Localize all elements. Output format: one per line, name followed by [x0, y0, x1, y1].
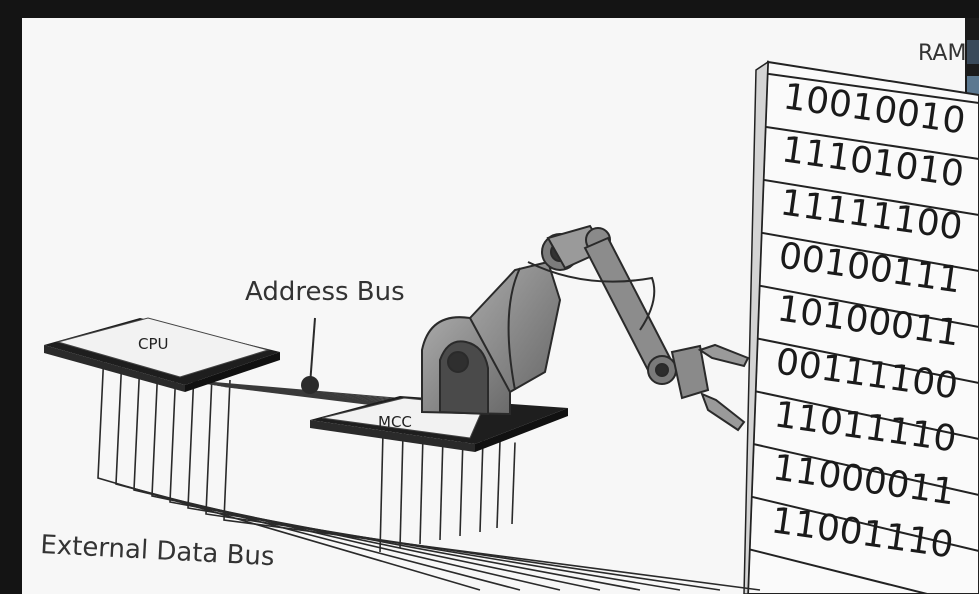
ram-row-divider — [748, 69, 979, 104]
data-bus-line-cpu — [97, 351, 481, 591]
robot-arm — [421, 224, 750, 432]
ram-row-divider — [748, 493, 979, 552]
ram-row-divider — [748, 175, 979, 216]
external-data-bus-lines — [97, 351, 761, 591]
data-bus-line-cpu — [151, 363, 601, 591]
data-bus-line-mcc — [399, 433, 404, 549]
cpu-chip — [44, 317, 280, 392]
address-bus-label: Address Bus — [245, 277, 405, 307]
left-frame-bar — [0, 0, 22, 594]
data-bus-line-mcc — [379, 431, 384, 553]
ram-label: RAM — [918, 41, 966, 66]
thumbnail-1[interactable] — [967, 40, 979, 64]
data-bus-line-cpu — [223, 379, 761, 591]
data-bus-line-cpu — [205, 375, 721, 591]
ram-row-divider — [748, 281, 979, 328]
data-bus-line-mcc — [479, 439, 484, 533]
data-bus-line-cpu — [169, 367, 641, 591]
ram-row-divider — [748, 122, 979, 160]
data-bus-line-cpu — [187, 371, 681, 591]
data-bus-line-cpu — [133, 359, 561, 591]
cpu-label: CPU — [138, 335, 169, 353]
ram-row-divider — [748, 387, 979, 440]
ram-row-divider — [748, 334, 979, 384]
ram-row-divider — [748, 228, 979, 272]
address-bus-pointer-line — [309, 317, 316, 386]
ram-row-divider — [748, 546, 979, 594]
data-bus-line-mcc — [511, 442, 516, 525]
data-bus-line-mcc — [496, 440, 501, 529]
mcc-label: MCC — [378, 413, 412, 431]
ram-stack: 1001001011101010111111000010011110100011… — [743, 59, 979, 594]
top-frame-bar — [0, 0, 979, 18]
data-bus-line-mcc — [439, 436, 444, 541]
ram-row-divider — [748, 440, 979, 496]
data-bus-line-mcc — [419, 434, 424, 545]
data-bus-line-mcc — [459, 437, 464, 537]
data-bus-line-cpu — [115, 355, 521, 591]
